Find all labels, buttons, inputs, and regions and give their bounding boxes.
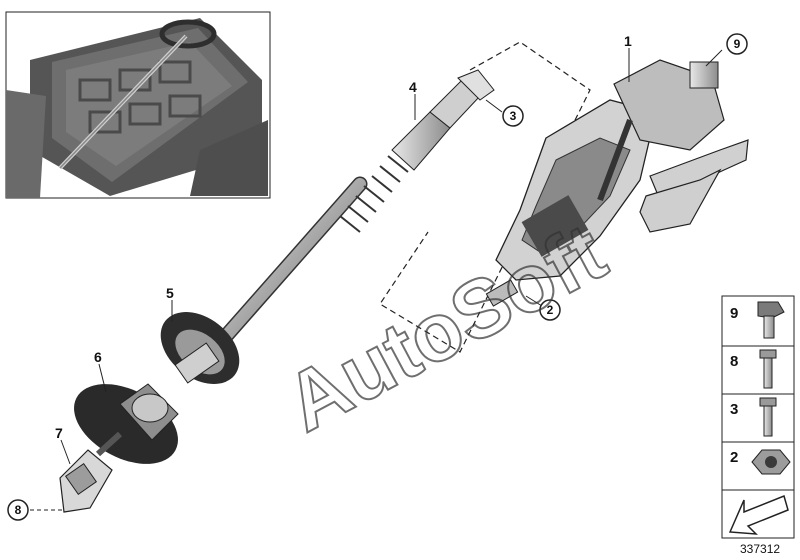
callout-2: 2 [539, 299, 561, 321]
callout-1: 1 [624, 33, 632, 49]
callout-4: 4 [409, 79, 417, 95]
svg-text:3: 3 [510, 109, 517, 123]
leader-lines [30, 48, 723, 511]
svg-text:2: 2 [547, 303, 554, 317]
steering-shaft [218, 69, 495, 344]
svg-text:9: 9 [730, 305, 738, 322]
svg-text:7: 7 [55, 425, 63, 441]
svg-text:8: 8 [15, 503, 22, 517]
direction-arrow-icon [728, 494, 789, 535]
svg-text:2: 2 [730, 449, 738, 466]
steering-boot [74, 383, 179, 464]
callout-3: 3 [502, 105, 524, 127]
callout-5: 5 [166, 285, 174, 301]
callout-8: 8 [7, 499, 29, 521]
watermark: AutoSoft [271, 206, 619, 449]
side-item-bolt-9: 9 [730, 301, 785, 339]
svg-text:3: 3 [730, 401, 738, 418]
svg-text:5: 5 [166, 285, 174, 301]
svg-text:6: 6 [94, 349, 102, 365]
assembly-dashed-outline [379, 41, 591, 353]
callout-7: 7 [55, 425, 63, 441]
side-item-bolt-3: 3 [730, 397, 777, 437]
svg-text:1: 1 [624, 33, 632, 49]
svg-text:4: 4 [409, 79, 417, 95]
svg-text:9: 9 [734, 37, 741, 51]
vehicle-location-inset [5, 11, 271, 199]
diagram-number: 337312 [740, 542, 780, 556]
callout-9: 9 [726, 33, 748, 55]
fastener-panel: 9 8 3 2 [721, 295, 795, 539]
side-item-bolt-8: 8 [730, 349, 777, 389]
universal-joint [59, 431, 123, 513]
steering-seal-plate [160, 312, 240, 384]
callout-6: 6 [94, 349, 102, 365]
svg-text:8: 8 [730, 353, 738, 370]
steering-column-assembly [485, 59, 749, 307]
side-item-nut-2: 2 [730, 449, 791, 475]
